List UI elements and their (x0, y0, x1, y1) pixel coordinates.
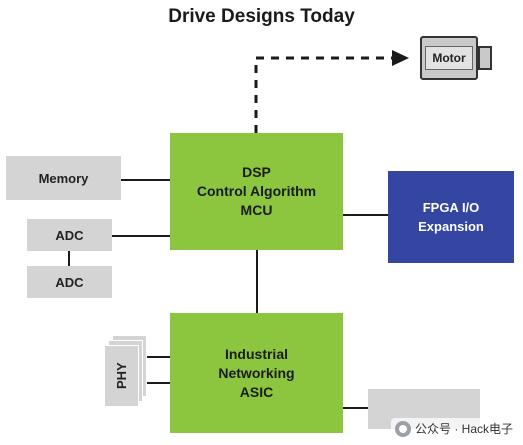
phy-block: PHY (104, 335, 147, 407)
memory-dsp-connector (121, 179, 170, 181)
dsp-label-line-3: MCU (240, 202, 273, 218)
dsp-block: DSP Control Algorithm MCU (170, 133, 343, 250)
phy-label: PHY (114, 362, 129, 390)
motor-block: Motor (420, 36, 492, 80)
fpga-label-line-2: Expansion (418, 219, 484, 234)
fpga-block: FPGA I/O Expansion (388, 171, 514, 263)
fpga-label-line-1: FPGA I/O (422, 200, 480, 215)
diagram-title: Drive Designs Today (168, 6, 355, 27)
industrial-networking-block: Industrial Networking ASIC (170, 313, 343, 433)
motor-label: Motor (432, 50, 466, 65)
adc-block-top: ADC (27, 219, 112, 251)
adc-adc-connector (68, 250, 70, 266)
dsp-label-line-1: DSP (242, 164, 271, 180)
dsp-asic-connector (256, 250, 258, 313)
adc-block-bottom: ADC (27, 266, 112, 298)
industrial-label-line-2: Networking (218, 364, 295, 381)
memory-block: Memory (6, 156, 121, 200)
phy-asic-connector (146, 356, 170, 358)
watermark: 公众号 · Hack电子 (390, 418, 517, 439)
dsp-label-line-2: Control Algorithm (196, 183, 317, 199)
asic-extra-connector (343, 407, 368, 409)
industrial-label-line-1: Industrial (224, 345, 288, 362)
industrial-label-line-3: ASIC (239, 383, 274, 400)
adc-dsp-connector (112, 235, 170, 237)
watermark-text: 公众号 · Hack电子 (414, 422, 513, 436)
phy-asic-connector-2 (146, 382, 170, 384)
wechat-icon (394, 420, 411, 437)
dsp-fpga-connector (343, 214, 388, 216)
